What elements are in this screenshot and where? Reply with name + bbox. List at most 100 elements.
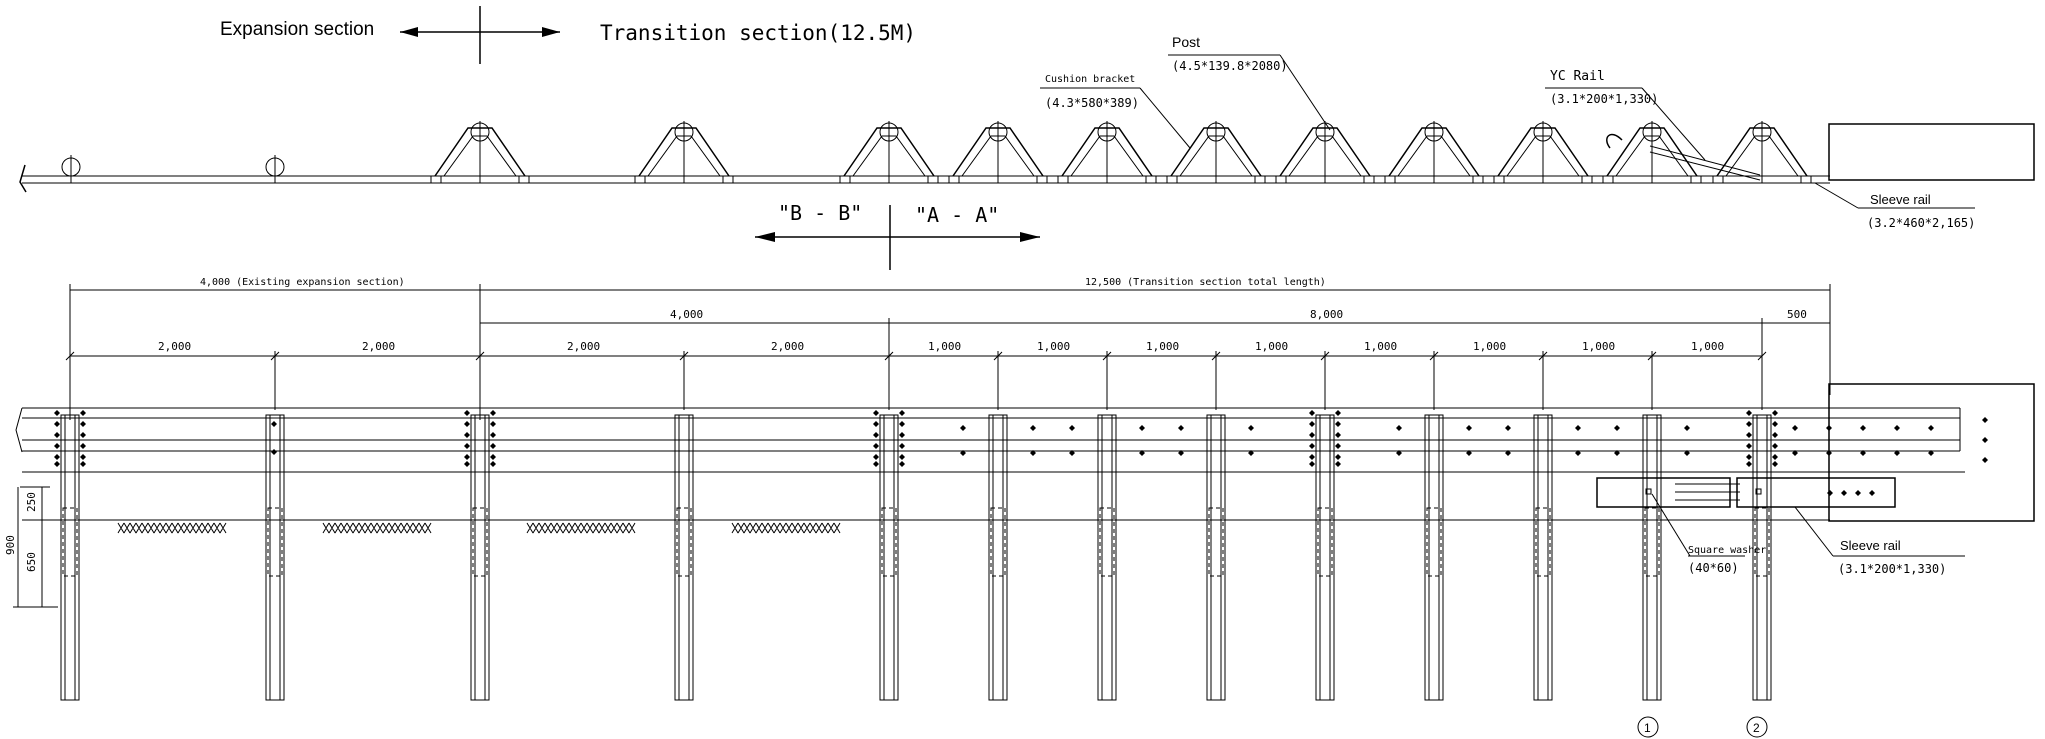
bolt-icon <box>490 443 496 449</box>
bolt-icon <box>1982 457 1988 463</box>
bolt-icon <box>490 432 496 438</box>
post-elevation <box>1097 414 1117 701</box>
bolt-icon <box>54 410 60 416</box>
dim-height-total: 900 <box>4 535 17 555</box>
bolt-icon <box>899 461 905 467</box>
span-label: 1,000 <box>1255 340 1288 353</box>
ground-hatch <box>731 522 841 534</box>
bolt-icon <box>1396 450 1402 456</box>
bolt-icon <box>1335 454 1341 460</box>
callout-sleeve-rail-top: Sleeve rail (3.2*460*2,165) <box>1814 182 1975 230</box>
bolt-icon <box>1309 461 1315 467</box>
sleeve-rail-plate <box>1736 477 1896 508</box>
bolt-icon <box>54 461 60 467</box>
bolt-icon <box>54 421 60 427</box>
ground-hatch <box>117 522 227 534</box>
cushion-bracket-icon <box>1166 121 1266 184</box>
bolt-icon <box>1746 410 1752 416</box>
bolt-icon <box>1772 432 1778 438</box>
dim-height-upper: 250 <box>25 492 38 512</box>
bolt-icon <box>1772 461 1778 467</box>
bolt-icon <box>873 443 879 449</box>
bolt-icon <box>80 443 86 449</box>
bolt-icon <box>899 410 905 416</box>
cushion-bracket-label: Cushion bracket <box>1045 74 1135 85</box>
bolt-icon <box>1069 450 1075 456</box>
square-washer-dims: (40*60) <box>1688 561 1739 575</box>
bolt-icon <box>899 421 905 427</box>
bolt-icon <box>1746 443 1752 449</box>
span-label: 1,000 <box>928 340 961 353</box>
post-elevation <box>470 414 490 701</box>
bolt-icon <box>1928 425 1934 431</box>
post-elevation <box>1752 414 1772 701</box>
expansion-section-label: Expansion section <box>220 19 374 40</box>
bolt-icon <box>1827 490 1833 496</box>
post-elevation <box>60 414 80 701</box>
bolt-icon <box>490 421 496 427</box>
dim-height-lower: 650 <box>25 552 38 572</box>
bolt-icon <box>1772 421 1778 427</box>
bolt-icon <box>1505 425 1511 431</box>
bolt-icon <box>960 450 966 456</box>
bolt-icon <box>80 461 86 467</box>
span-label: 2,000 <box>362 340 395 353</box>
bolt-icon <box>1894 425 1900 431</box>
span-labels: 2,000 2,000 2,000 2,000 1,000 1,000 1,00… <box>158 340 1724 353</box>
bolt-icon <box>873 432 879 438</box>
bolt-icon <box>464 410 470 416</box>
section-direction-arrow-top <box>400 6 560 64</box>
bolt-icon <box>1248 450 1254 456</box>
bolt-icon <box>1855 490 1861 496</box>
sleeve-rail-top-label: Sleeve rail <box>1870 192 1931 207</box>
yc-rail-curl-icon <box>1606 133 1623 149</box>
concrete-block-top <box>1828 123 2035 181</box>
span-label: 1,000 <box>1582 340 1615 353</box>
bolt-icon <box>1746 454 1752 460</box>
cushion-bracket-icon <box>1057 121 1157 184</box>
post-elevation <box>265 414 285 701</box>
bolt-icon <box>899 443 905 449</box>
bolt-icon <box>899 454 905 460</box>
bolt-icon <box>1746 432 1752 438</box>
bolt-icon <box>1335 432 1341 438</box>
cushion-bracket-icon <box>948 121 1048 184</box>
yc-rail-dims: (3.1*200*1,330) <box>1550 92 1658 106</box>
bolt-icon <box>1792 450 1798 456</box>
bolt-icon <box>1982 417 1988 423</box>
bolt-icon <box>1030 450 1036 456</box>
post-elevation <box>1206 414 1226 701</box>
span-label: 1,000 <box>1691 340 1724 353</box>
bolt-icon <box>1309 410 1315 416</box>
bolt-icon <box>1178 425 1184 431</box>
bolt-icon <box>54 432 60 438</box>
bolt-icon <box>1746 461 1752 467</box>
bolt-icon <box>1792 425 1798 431</box>
bolt-icon <box>80 432 86 438</box>
post-marker: 1 <box>1637 716 1659 738</box>
post-marker: 2 <box>1746 716 1768 738</box>
cushion-bracket-icon <box>839 121 939 184</box>
bolt-icon <box>1335 421 1341 427</box>
bolt-icon <box>464 454 470 460</box>
cushion-bracket-dims: (4.3*580*389) <box>1045 96 1139 110</box>
cushion-bracket-icon <box>1275 121 1375 184</box>
post-elevation <box>1424 414 1444 701</box>
cushion-bracket-icon <box>430 121 530 184</box>
bolt-icon <box>490 410 496 416</box>
bolt-icon <box>1575 425 1581 431</box>
dim-4000: 4,000 <box>670 308 703 321</box>
bolt-icon <box>80 421 86 427</box>
bolt-icon <box>80 410 86 416</box>
bolt-icon <box>1684 450 1690 456</box>
bolt-icon <box>873 410 879 416</box>
bolt-icon <box>873 421 879 427</box>
section-mark-b: "B - B" <box>778 201 862 225</box>
cushion-bracket-icon <box>1712 121 1812 184</box>
dim-8000: 8,000 <box>1310 308 1343 321</box>
cushion-bracket-icon <box>1493 121 1593 184</box>
dimension-lines <box>65 284 1831 420</box>
dim-transition-total: 12,500 (Transition section total length) <box>1085 277 1326 288</box>
section-mark-a: "A - A" <box>915 203 999 227</box>
